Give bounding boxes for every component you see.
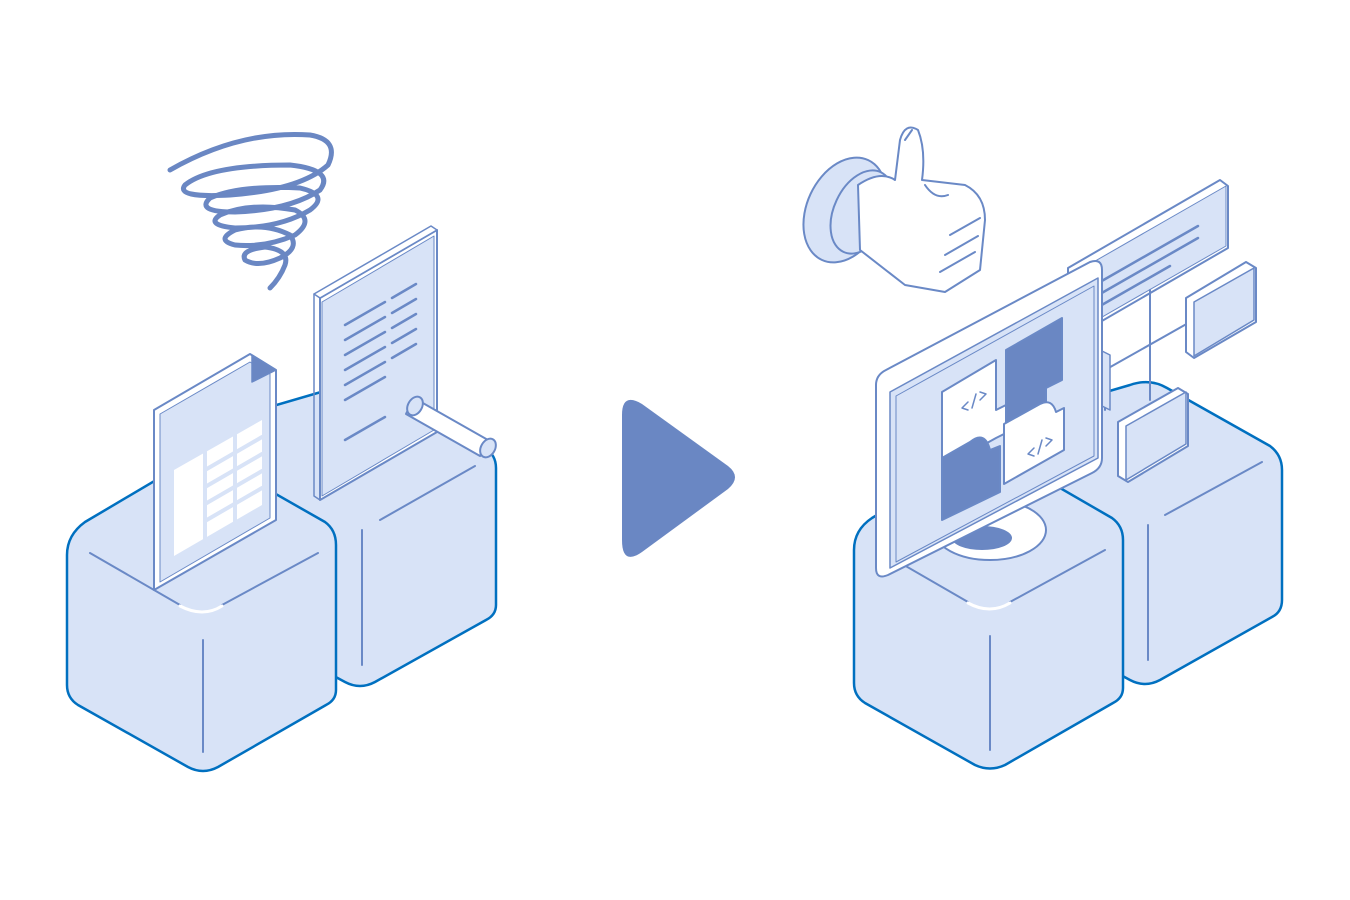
code-tag-icon [961,391,1053,457]
play-arrow-icon [622,399,735,557]
document-handle [405,395,497,459]
puzzle-pieces [941,317,1065,521]
panel-card-icon [1067,179,1257,483]
right-scene [802,126,1284,770]
thumbs-up-icon [802,126,986,293]
front-cube-left [65,454,338,773]
tornado-icon [167,131,334,291]
spreadsheet-document [153,353,277,591]
left-scene [65,131,498,773]
text-document [313,225,497,501]
monitor-puzzle-icon [875,260,1103,578]
